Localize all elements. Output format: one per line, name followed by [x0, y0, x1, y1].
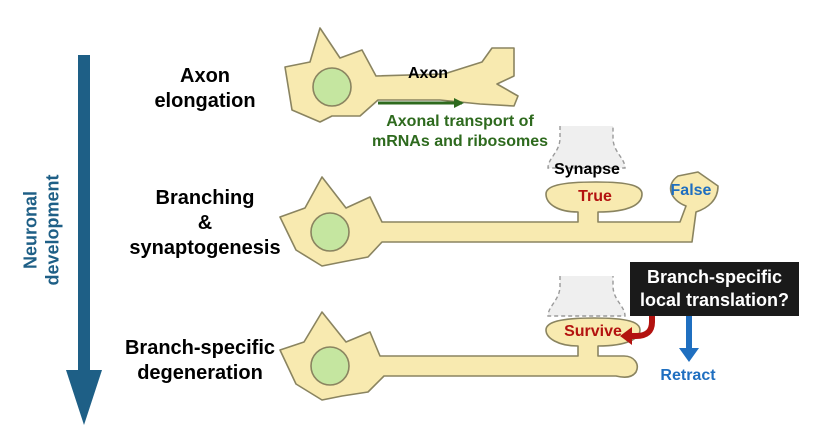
synapse-outline [547, 276, 626, 317]
false-label: False [670, 182, 712, 199]
survive-arrow-icon [620, 316, 655, 345]
survive-label: Survive [564, 323, 622, 340]
development-axis-arrow [66, 55, 102, 425]
neuron-branching [279, 126, 719, 267]
local-translation-callout: Branch-specific local translation? [630, 262, 800, 317]
stage-label-line: Branching [155, 187, 255, 209]
transport-label: Axonal transport of mRNAs and ribosomes [371, 113, 549, 150]
stage-label-line: & [197, 212, 213, 234]
neuron-elongating [284, 27, 519, 123]
stage-label-line: synaptogenesis [129, 237, 281, 259]
stage-label-line: Axon [180, 65, 230, 87]
stage-label-line: elongation [154, 90, 256, 112]
true-label: True [578, 188, 612, 205]
retract-arrow-icon [679, 316, 699, 362]
synapse-label: Synapse [554, 161, 620, 178]
synapse-outline [547, 126, 626, 169]
stage-label-branching: Branching & synaptogenesis [110, 186, 300, 261]
nucleus-icon [310, 346, 350, 386]
nucleus-icon [310, 212, 350, 252]
neuron-degenerating [279, 276, 641, 401]
nucleus-icon [312, 67, 352, 107]
stage-label-elongation: Axon elongation [140, 64, 270, 114]
axon-label: Axon [408, 65, 448, 82]
retract-label: Retract [660, 367, 716, 384]
stage-label-degeneration: Branch-specific degeneration [100, 336, 300, 386]
stage-label-line: Branch-specific [124, 337, 276, 359]
stage-label-line: degeneration [137, 362, 263, 384]
